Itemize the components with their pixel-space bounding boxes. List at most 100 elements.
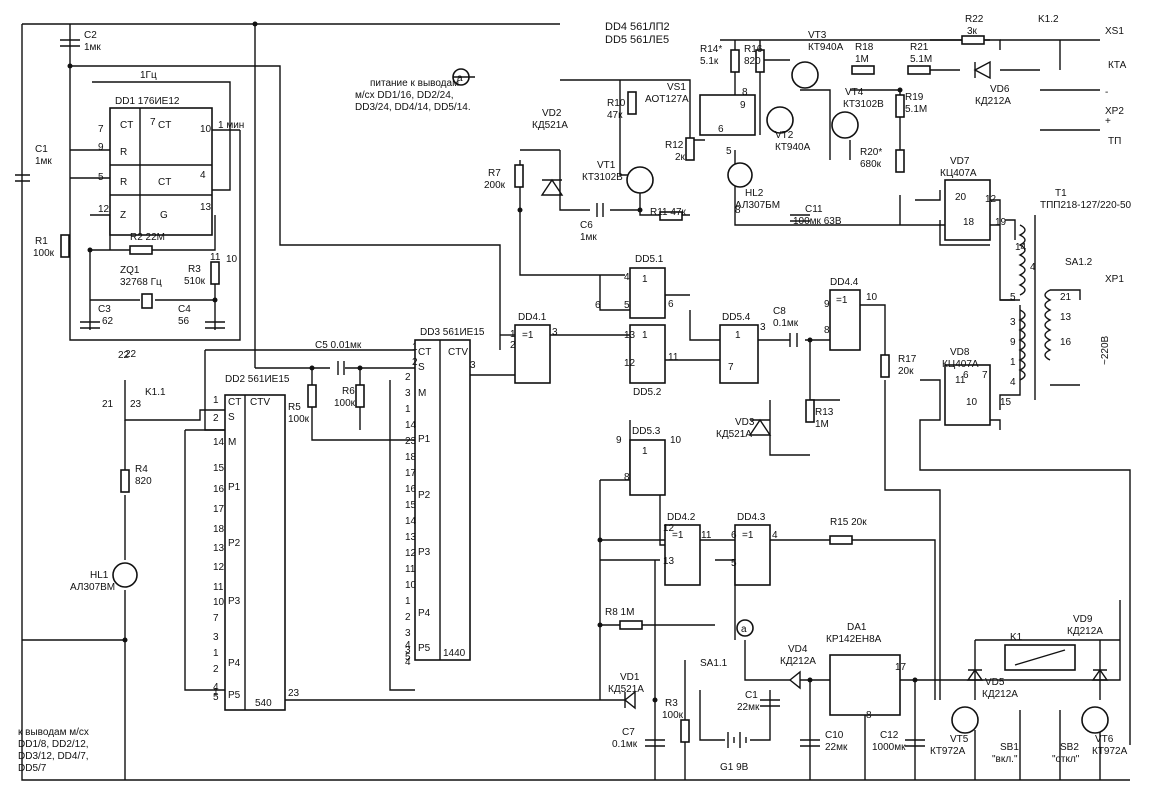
pin-number: 17: [213, 504, 225, 515]
pin-number: 4: [1030, 262, 1036, 273]
vd9-label: VD9: [1073, 614, 1093, 625]
r7-label: R7: [488, 168, 501, 179]
vs1-label: АОТ127А: [645, 94, 689, 105]
pin-number: 11: [405, 564, 416, 575]
pin-number: 5: [624, 300, 630, 311]
pin-number: 3: [405, 645, 411, 656]
pin-number: 12: [213, 562, 225, 573]
dd3-s-label: S: [418, 362, 425, 373]
pin-number: 22: [125, 349, 137, 360]
c2-label: 1мк: [84, 42, 101, 53]
labels: DD4 561ЛП2 DD5 561ЛЕ5 питание к выводам …: [18, 14, 1132, 774]
pin-number: 13: [405, 532, 417, 543]
vt6-label: КТ972А: [1092, 746, 1128, 757]
r19-label: R19: [905, 92, 924, 103]
dd42-xor-label: =1: [672, 530, 684, 541]
r16-label: R16: [744, 44, 763, 55]
c12-label: 1000мк: [872, 742, 906, 753]
pin-number: 9: [98, 142, 104, 153]
pin-number: 7: [98, 124, 104, 135]
hl1-label: HL1: [90, 570, 109, 581]
pin-number: 1: [213, 395, 219, 406]
ground-note: DD1/8, DD2/12,: [18, 739, 89, 750]
power-note: м/сх DD1/16, DD2/24,: [355, 90, 454, 101]
c10-label: 22мк: [825, 742, 848, 753]
r17-label: 20к: [898, 366, 914, 377]
c8-label: 0.1мк: [773, 318, 799, 329]
dd3-1440-label: 1440: [443, 648, 466, 659]
r4-label: R4: [135, 464, 148, 475]
dd3-p4-label: P4: [418, 608, 431, 619]
r17-label: R17: [898, 354, 917, 365]
pin-number: 5: [213, 692, 219, 703]
pin-number: 4: [1010, 377, 1016, 388]
vt1-label: VT1: [597, 160, 616, 171]
vd1-label: КД521А: [608, 684, 644, 695]
r19-label: 5.1М: [905, 104, 927, 115]
hl2-label: HL2: [745, 188, 764, 199]
pin-number: 9: [616, 435, 622, 446]
vt3-label: VT3: [808, 30, 827, 41]
r2-label: R2 22М: [130, 232, 165, 243]
sb1-label: "вкл.": [992, 754, 1018, 765]
pin-number: 8: [742, 87, 748, 98]
r3b-label: 100к: [662, 710, 684, 721]
pin-number: 2: [213, 664, 219, 675]
pin-number: 9: [1010, 337, 1016, 348]
vd8-label: VD8: [950, 347, 970, 358]
pin-number: 3: [552, 327, 558, 338]
dd2-ct-label: CT: [228, 397, 241, 408]
vt4-label: VT4: [845, 87, 864, 98]
r4-label: 820: [135, 476, 152, 487]
vt1-label: КТ3102В: [582, 172, 623, 183]
pin-number: 1: [213, 687, 219, 698]
dd3-p2-label: P2: [418, 490, 431, 501]
vd3-label: КД521А: [716, 429, 752, 440]
vt3-label: КТ940А: [808, 42, 844, 53]
pin-number: 19: [995, 217, 1007, 228]
c1-label: 1мк: [35, 156, 52, 167]
node-a-label: а: [457, 73, 463, 84]
dd1-label: DD1 176ИЕ12: [115, 96, 180, 107]
c10-label: C10: [825, 730, 844, 741]
dd44-label: DD4.4: [830, 277, 859, 288]
pin-number: 15: [213, 463, 225, 474]
r16-label: 820: [744, 56, 761, 67]
vd2-label: VD2: [542, 108, 562, 119]
pin-number: 3: [760, 322, 766, 333]
vd2-label: КД521А: [532, 120, 568, 131]
vd9-label: КД212А: [1067, 626, 1103, 637]
pin-number: 3: [405, 628, 411, 639]
dd1-ct2-label: CT: [158, 120, 171, 131]
dd54-one-label: 1: [735, 330, 741, 341]
pin-number: 10: [226, 254, 238, 265]
dd3-ctv-label: CTV: [448, 347, 468, 358]
dd2-p2-label: P2: [228, 538, 241, 549]
pin-number: 7: [213, 613, 219, 624]
zq1-label: 32768 Гц: [120, 277, 162, 288]
k1-label: K1: [1010, 632, 1023, 643]
vd6-label: VD6: [990, 84, 1010, 95]
pin-number: 7: [982, 370, 988, 381]
pin-number: 10: [670, 435, 682, 446]
pin-number: 10: [966, 397, 978, 408]
pin-number: 1: [405, 596, 411, 607]
xp1-label: XP1: [1105, 274, 1124, 285]
plus-sign: +: [1105, 116, 1111, 127]
dd42-label: DD4.2: [667, 512, 696, 523]
k12-label: K1.2: [1038, 14, 1059, 25]
pin-number: 1: [1010, 357, 1016, 368]
pin-number: 9: [824, 299, 830, 310]
vd8-label: КЦ407А: [942, 359, 979, 370]
hl2-label: АЛ307БМ: [735, 200, 780, 211]
c11-label: 100мк 63В: [793, 216, 842, 227]
r6-label: R6: [342, 386, 355, 397]
c1-label: C1: [35, 144, 48, 155]
t1-label: ТПП218-127/220-50: [1040, 200, 1132, 211]
dd3-m-label: M: [418, 388, 426, 399]
pin-number: 13: [663, 556, 675, 567]
dd2-ctv-label: CTV: [250, 397, 270, 408]
sa11-label: SA1.1: [700, 658, 728, 669]
dd43-label: DD4.3: [737, 512, 766, 523]
